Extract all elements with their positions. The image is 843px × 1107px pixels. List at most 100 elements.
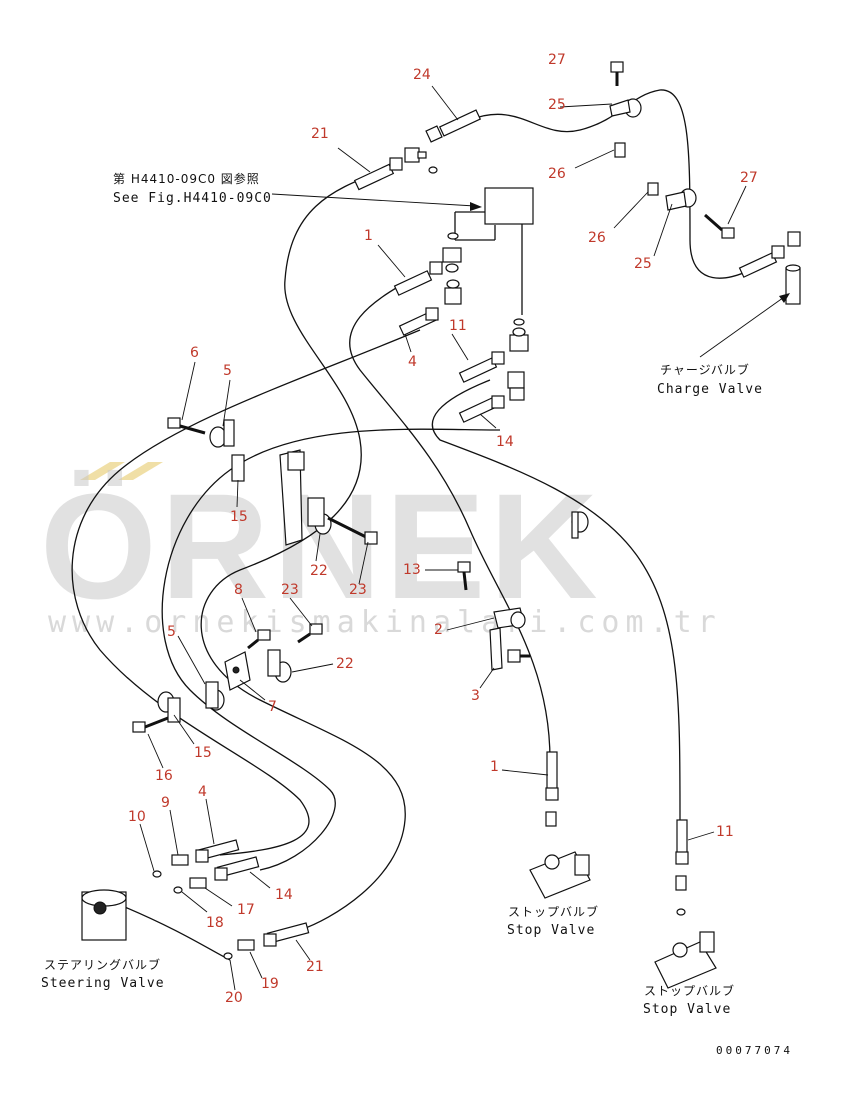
callout-6: 6 — [190, 345, 199, 361]
callout-4-top: 4 — [408, 354, 417, 370]
component-captions: チャージバルブ Charge Valve ストップバルブ Stop Valve … — [41, 293, 793, 1057]
bolt-2-lower — [507, 649, 530, 663]
clamp-5-upper — [209, 419, 235, 448]
callout-numbers: 24 27 25 26 27 26 25 21 1 11 4 6 5 14 15… — [128, 52, 758, 1006]
connector-stop-valve-2 — [675, 875, 687, 891]
hose-21-fitting-bottom — [263, 922, 310, 947]
o-ring-10 — [152, 870, 162, 878]
clamp-22-upper — [307, 497, 332, 535]
elbow-fitting-3 — [509, 327, 529, 352]
clamp-22-lower — [267, 649, 292, 683]
hose-24-fitting-lower — [738, 231, 801, 278]
callout-8: 8 — [234, 582, 243, 598]
hose-1-line — [349, 274, 551, 761]
nut-26-top — [614, 142, 626, 158]
hose-4-fitting-bottom — [195, 839, 240, 863]
bolt-27-lower — [704, 213, 735, 239]
hose-21-fitting-top — [353, 157, 403, 191]
stop-valve-1-label-jp: ストップバルブ — [508, 904, 599, 919]
connector-stop-valve-1 — [545, 811, 557, 827]
callout-14-top: 14 — [496, 434, 514, 450]
elbow-fitting-1 — [442, 247, 462, 273]
callout-10: 10 — [128, 809, 146, 825]
tee-fitting-top — [404, 147, 427, 163]
bracket-upper — [279, 449, 305, 546]
hose-1-fitting-top — [393, 261, 443, 296]
watermark-accent-left — [80, 462, 125, 480]
callout-1-bottom: 1 — [490, 759, 499, 775]
callout-11-bottom: 11 — [716, 824, 734, 840]
clamp-15-upper — [231, 454, 245, 482]
connector-19 — [237, 939, 255, 951]
stop-valve-2 — [654, 931, 717, 989]
hose-4-line — [71, 329, 421, 856]
steering-valve-label-jp: ステアリングバルブ — [44, 957, 161, 972]
hose-21-line — [200, 171, 406, 931]
callout-22-lower: 22 — [336, 656, 354, 672]
bolt-13 — [457, 561, 471, 591]
callout-20: 20 — [225, 990, 243, 1006]
clamp-5-lower — [205, 681, 225, 711]
charge-valve-leader — [699, 294, 788, 358]
reference-leader — [271, 193, 476, 207]
components — [81, 61, 801, 989]
stop-valve-2-label-en: Stop Valve — [643, 1002, 731, 1017]
callout-22-upper: 22 — [310, 563, 328, 579]
callout-26-lower: 26 — [588, 230, 606, 246]
elbow-fitting-4 — [507, 371, 525, 401]
plate-7 — [224, 651, 251, 691]
stop-valve-1 — [529, 851, 591, 899]
bolt-6 — [167, 417, 206, 435]
clamp-15-lower — [157, 691, 181, 723]
hose-14-fitting-bottom — [214, 856, 260, 881]
steering-valve-label-en: Steering Valve — [41, 976, 165, 991]
o-ring-2 — [447, 232, 459, 240]
bracket-3 — [489, 627, 503, 671]
hose-14-line — [161, 428, 501, 871]
watermark: ÖRNEK www.ornekismakinalari.com.tr — [40, 462, 722, 640]
callout-16: 16 — [155, 768, 173, 784]
elbow-fitting-2 — [444, 279, 462, 305]
callout-3: 3 — [471, 688, 480, 704]
callout-25-top: 25 — [548, 97, 566, 113]
reference-note-en: See Fig.H4410-09C0 — [113, 191, 272, 206]
hose-11-fitting-top — [458, 351, 505, 383]
clamp-2 — [493, 607, 526, 629]
callout-7: 7 — [268, 699, 277, 715]
callout-5-lower: 5 — [167, 624, 176, 640]
charge-valve-label-jp: チャージバルブ — [660, 362, 750, 377]
reference-block — [484, 187, 534, 225]
charge-valve-arrowhead — [779, 293, 790, 303]
callout-21-bottom: 21 — [306, 959, 324, 975]
callout-23-upper: 23 — [349, 582, 367, 598]
watermark-url: www.ornekismakinalari.com.tr — [48, 605, 722, 640]
o-ring-stop-valve-2 — [676, 908, 686, 916]
nut-26-lower — [647, 182, 659, 196]
callout-9: 9 — [161, 795, 170, 811]
callout-26-top: 26 — [548, 166, 566, 182]
hose-14-fitting-top — [458, 395, 505, 423]
callout-23-lower: 23 — [281, 582, 299, 598]
callout-4-bottom: 4 — [198, 784, 207, 800]
watermark-accent-right — [118, 462, 163, 480]
callout-5-upper: 5 — [223, 363, 232, 379]
document-number: 00077074 — [716, 1044, 793, 1057]
connector-17 — [189, 877, 207, 889]
callout-19: 19 — [261, 976, 279, 992]
callout-24: 24 — [413, 67, 431, 83]
o-ring-3 — [513, 318, 525, 326]
o-ring-top — [428, 166, 438, 174]
callout-14-bottom: 14 — [275, 887, 293, 903]
callout-27-lower: 27 — [740, 170, 758, 186]
callout-1-top: 1 — [364, 228, 373, 244]
callout-leaders — [139, 71, 747, 991]
hose-1-fitting-bottom — [545, 751, 559, 801]
watermark-brand: ÖRNEK — [40, 462, 602, 630]
hose-11-line — [431, 379, 681, 821]
hose-24-fitting — [425, 109, 482, 143]
o-ring-18 — [173, 886, 183, 894]
clamp-right-mid — [571, 511, 589, 539]
stop-valve-2-label-jp: ストップバルブ — [644, 983, 735, 998]
